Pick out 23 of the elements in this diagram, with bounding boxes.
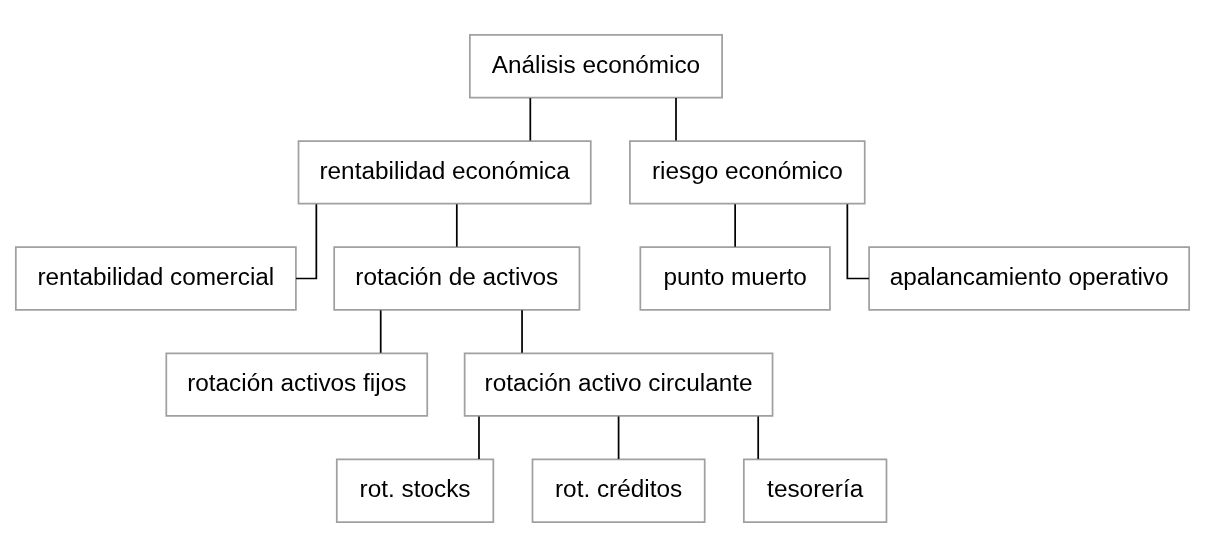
connector	[478, 415, 480, 460]
connector	[757, 415, 760, 460]
node-box: rentabilidad económica	[297, 139, 592, 205]
connector	[734, 202, 736, 248]
connector	[455, 202, 458, 248]
connector	[379, 308, 382, 354]
connector	[617, 415, 620, 460]
node-box: riesgo económico	[629, 139, 866, 205]
node-box: rotación activos fijos	[165, 351, 429, 417]
node-box: punto muerto	[639, 245, 831, 311]
connector	[846, 202, 870, 279]
node-box: rentabilidad comercial	[14, 245, 297, 311]
node-box: rot. stocks	[335, 458, 495, 523]
connector	[521, 308, 523, 354]
node-box: rotación activo circulante	[463, 351, 774, 417]
node-box: apalancamiento operativo	[868, 245, 1191, 311]
connector	[295, 202, 318, 279]
connector	[675, 96, 677, 141]
node-box: Análisis económico	[469, 33, 723, 98]
node-box: tesorería	[742, 458, 888, 523]
connector	[529, 96, 532, 141]
node-box: rot. créditos	[531, 458, 706, 523]
node-box: rotación de activos	[333, 245, 581, 311]
